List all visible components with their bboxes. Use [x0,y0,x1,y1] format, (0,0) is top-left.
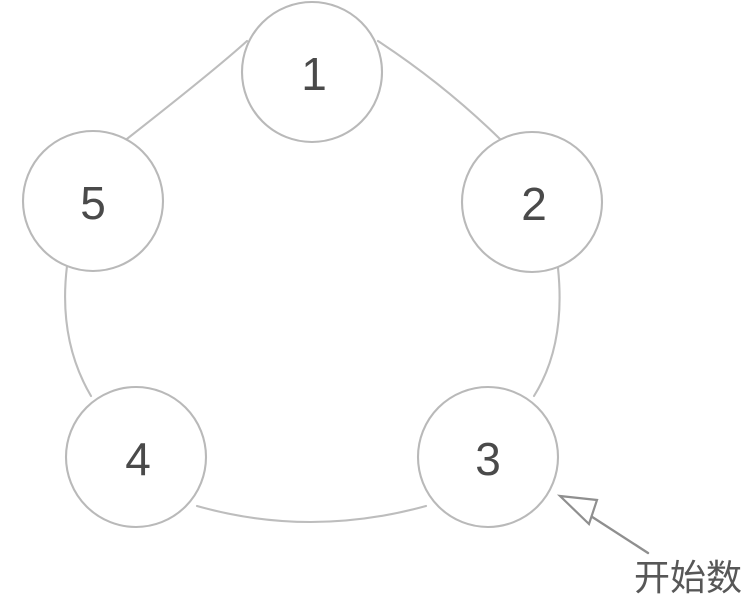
link-group [64,39,561,524]
node-1-label: 1 [301,48,327,100]
node-5[interactable]: 5 [21,129,165,273]
node-4-label: 4 [125,433,151,485]
node-group: 1 2 3 4 5 [21,0,604,529]
node-3-circle[interactable] [416,385,560,529]
link-3-to-4 [195,504,428,524]
pointer-arrowhead-icon [556,494,599,527]
node-4-circle[interactable] [64,385,208,529]
link-2-to-3 [532,266,561,398]
link-4-to-5 [64,264,93,398]
node-2-circle[interactable] [460,130,604,274]
node-1-circle[interactable] [240,0,384,144]
annotation-label: 开始数 [634,557,742,598]
link-5-to-1 [121,39,249,144]
node-5-label: 5 [80,177,106,229]
node-2-label: 2 [521,178,547,230]
node-1[interactable]: 1 [240,0,384,144]
node-2[interactable]: 2 [460,130,604,274]
node-3-label: 3 [475,433,501,485]
pointer-shaft [581,509,650,555]
link-1-to-2 [376,39,503,142]
node-3[interactable]: 3 [416,385,560,529]
start-pointer-annotation: 开始数 [556,494,742,598]
node-4[interactable]: 4 [64,385,208,529]
node-5-circle[interactable] [21,129,165,273]
